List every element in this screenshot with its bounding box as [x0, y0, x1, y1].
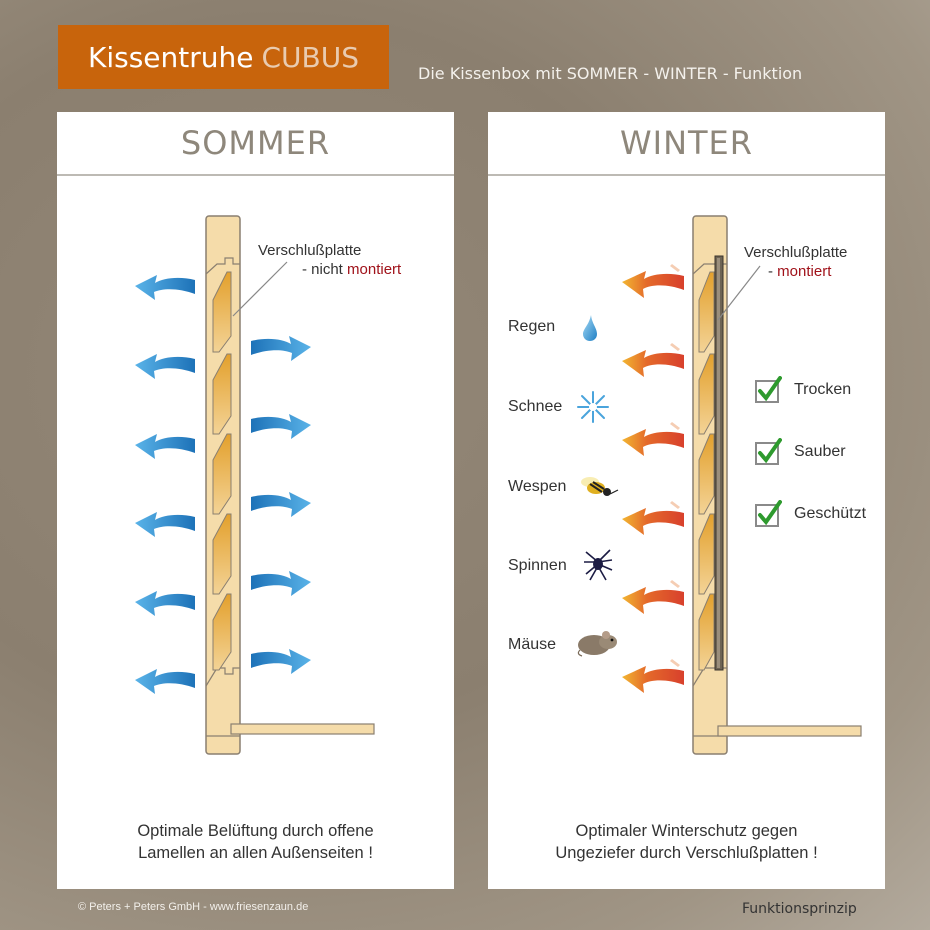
- checkbox-checked-icon: [755, 438, 782, 465]
- title-main: Kissentruhe: [87, 40, 254, 74]
- winter-caption-line2: Ungeziefer durch Verschlußplatten !: [555, 844, 818, 862]
- benefit-item: Geschützt: [754, 500, 866, 528]
- summer-wall-diagram: [135, 215, 375, 755]
- threat-item: Regen: [508, 318, 555, 336]
- title-accent: CUBUS: [261, 40, 360, 74]
- winter-panel: WINTER: [488, 112, 885, 889]
- summer-callout-title: Verschlußplatte: [258, 242, 362, 259]
- subtitle: Die Kissenbox mit SOMMER - WINTER - Funk…: [418, 64, 803, 83]
- threat-item: Spinnen: [508, 557, 567, 575]
- summer-heading: SOMMER: [57, 112, 454, 176]
- winter-caption: Optimaler Winterschutz gegen Ungeziefer …: [488, 820, 885, 864]
- raindrop-icon: [583, 315, 597, 341]
- summer-callout: Verschlußplatte - nicht montiert: [258, 242, 401, 278]
- benefit-label: Trocken: [794, 381, 852, 398]
- mouse-icon: [577, 631, 617, 657]
- checkbox-checked-icon: [755, 500, 782, 527]
- summer-panel: SOMMER: [57, 112, 454, 889]
- winter-callout-title: Verschlußplatte: [744, 244, 848, 261]
- summer-callout-state: montiert: [347, 261, 402, 278]
- benefit-label: Sauber: [794, 443, 846, 460]
- threat-item: Wespen: [508, 478, 566, 496]
- winter-caption-line1: Optimaler Winterschutz gegen: [575, 822, 798, 840]
- winter-callout-prefix: -: [768, 263, 773, 280]
- winter-callout: Verschlußplatte - montiert: [744, 244, 847, 280]
- checkbox-checked-icon: [755, 376, 782, 403]
- wasp-icon: [581, 477, 619, 496]
- copyright: © Peters + Peters GmbH - www.friesenzaun…: [78, 901, 309, 913]
- title-banner: Kissentruhe CUBUS: [58, 25, 389, 89]
- summer-callout-prefix: - nicht: [302, 261, 343, 278]
- winter-callout-state: montiert: [777, 263, 832, 280]
- winter-heading: WINTER: [488, 112, 885, 176]
- benefit-item: Sauber: [754, 438, 846, 466]
- summer-caption: Optimale Belüftung durch offene Lamellen…: [57, 820, 454, 864]
- threat-item: Schnee: [508, 398, 562, 416]
- summer-caption-line2: Lamellen an allen Außenseiten !: [138, 844, 373, 862]
- benefit-label: Geschützt: [794, 505, 867, 522]
- summer-caption-line1: Optimale Belüftung durch offene: [137, 822, 374, 840]
- benefit-item: Trocken: [754, 376, 851, 404]
- snowflake-icon: [577, 391, 609, 423]
- threat-label: Regen: [508, 318, 556, 335]
- winter-wall-diagram: [622, 215, 862, 755]
- threat-label: Schnee: [508, 398, 563, 415]
- threat-label: Mäuse: [508, 636, 557, 653]
- threat-label: Wespen: [508, 478, 567, 495]
- spider-icon: [584, 549, 613, 581]
- threat-item: Mäuse: [508, 636, 556, 654]
- threat-label: Spinnen: [508, 557, 567, 574]
- footer-label: Funktionsprinzip: [742, 901, 857, 917]
